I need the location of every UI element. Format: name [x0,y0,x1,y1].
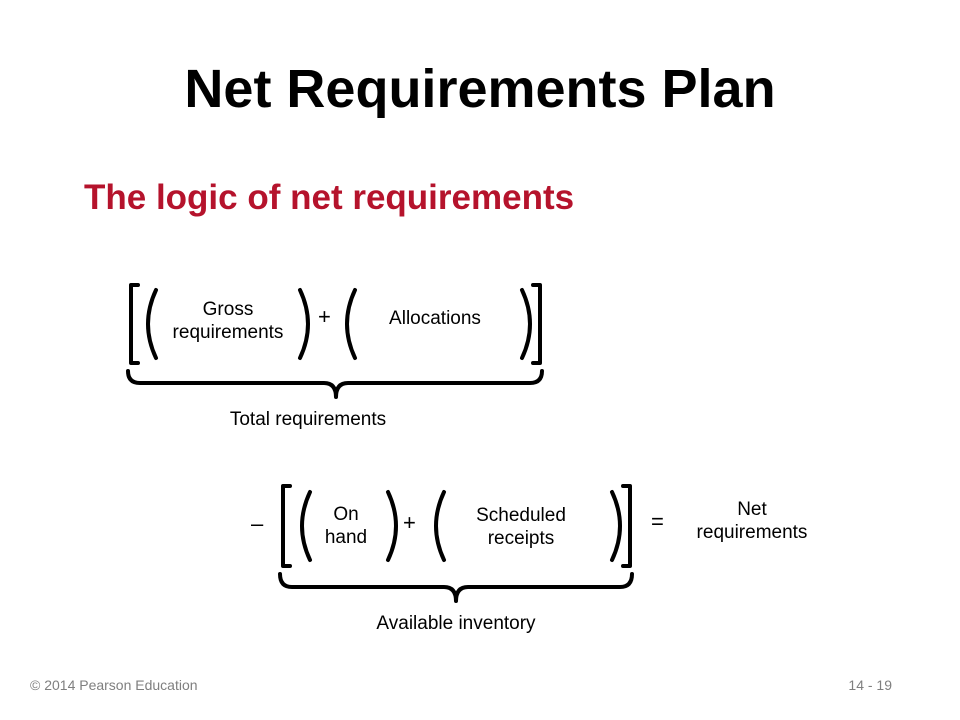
footer-copyright: © 2014 Pearson Education [30,677,198,693]
equals-operator: = [651,509,664,534]
available-inventory-label: Available inventory [376,613,536,634]
slide-subtitle: The logic of net requirements [84,178,575,217]
row1-paren-alloc-right [520,288,532,360]
row1-paren-alloc-left [345,288,357,360]
minus-operator: – [251,511,264,536]
footer-page-number: 14 - 19 [848,677,892,693]
row2-paren-onhand-left [300,490,312,562]
row1-outer-bracket-left [129,283,140,365]
gross-requirements-label: Gross requirements [172,299,284,343]
row2-available-brace [278,572,634,603]
scheduled-receipts-label: Scheduled receipts [476,505,566,549]
row2-paren-onhand-right [386,490,398,562]
row2-paren-receipts-right [610,490,622,562]
row1-outer-bracket-right [531,283,542,365]
row1-paren-gross-right [298,288,310,360]
on-hand-label: On hand [324,504,368,548]
slide-title: Net Requirements Plan [184,59,776,119]
row2-outer-bracket-right [621,484,632,568]
total-requirements-label: Total requirements [229,409,387,430]
row2-paren-receipts-left [434,490,446,562]
plus-operator-row2: + [403,510,416,535]
row2-outer-bracket-left [281,484,292,568]
row1-paren-gross-left [146,288,158,360]
row1-total-brace [126,369,544,399]
allocations-label: Allocations [389,308,481,329]
plus-operator-row1: + [318,304,331,329]
net-requirements-label: Net requirements [696,499,808,543]
